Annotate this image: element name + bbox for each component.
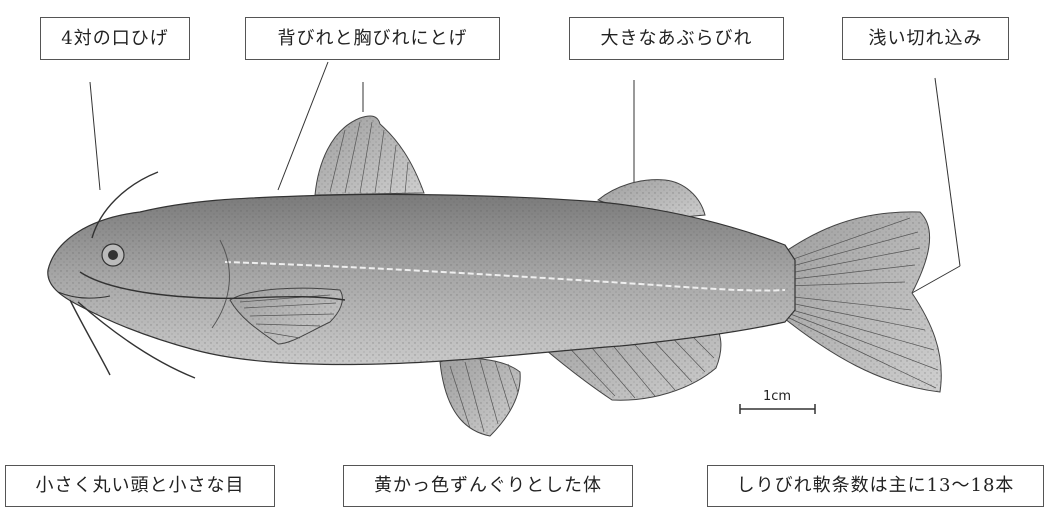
fish-pupil [108,250,118,260]
dorsal-fin-texture [315,116,424,195]
caudal-fin-texture [780,212,941,392]
leader-tail [935,78,960,266]
leader-barbels [90,82,100,190]
scale-bar-label: 1cm [763,389,791,404]
scale-bar: 1cm [740,389,815,414]
pelvic-fin-texture [440,358,520,436]
